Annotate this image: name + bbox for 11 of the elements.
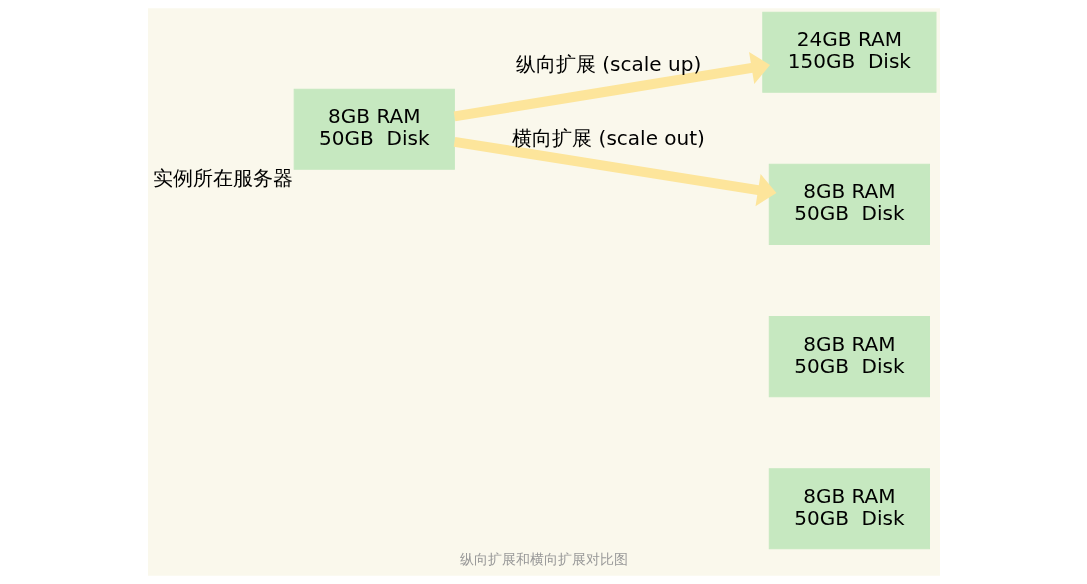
node-box: 8GB RAM 50GB Disk [293, 88, 455, 170]
arrow [453, 51, 770, 122]
node-box: 24GB RAM 150GB Disk [761, 11, 936, 93]
arrow [453, 136, 776, 207]
node-box: 8GB RAM 50GB Disk [768, 316, 930, 398]
caption: 纵向扩展和横向扩展对比图 [459, 551, 628, 568]
node-box: 8GB RAM 50GB Disk [768, 163, 930, 245]
node-label: 实例所在服务器 [152, 166, 293, 191]
edge-label: 横向扩展 (scale out) [511, 126, 705, 151]
node-box: 8GB RAM 50GB Disk [768, 468, 930, 550]
edge-label: 纵向扩展 (scale up) [515, 52, 701, 77]
